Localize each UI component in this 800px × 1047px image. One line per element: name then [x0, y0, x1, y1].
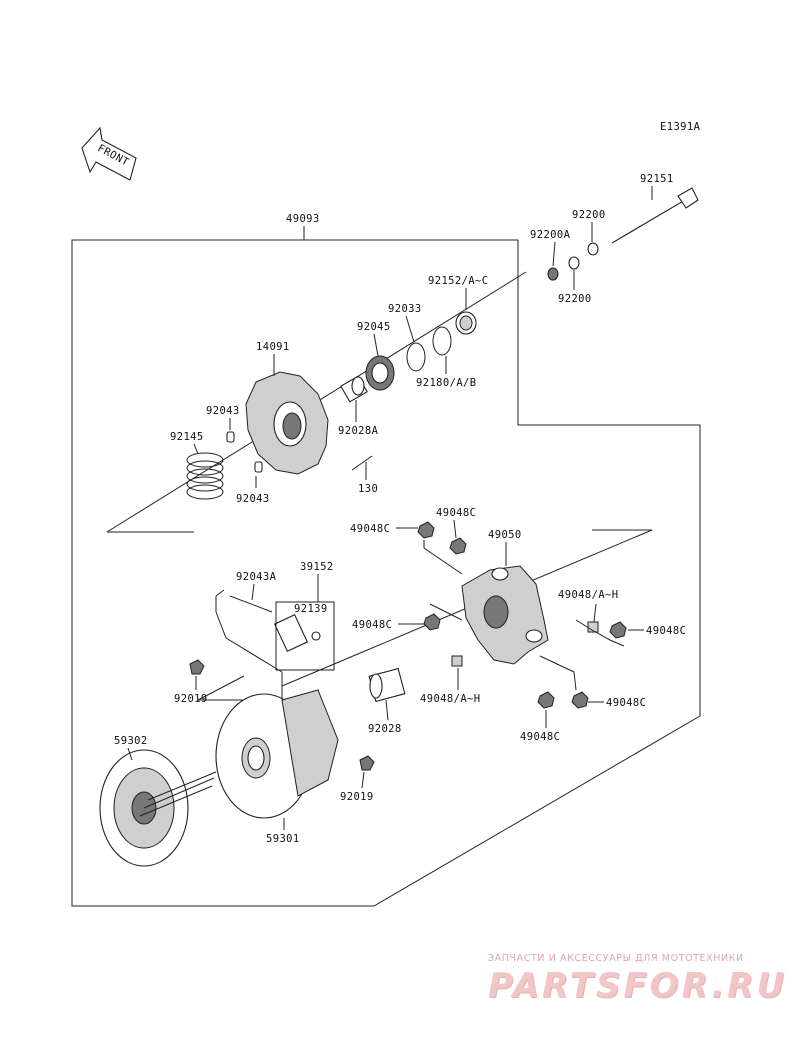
bushing-92152: [455, 311, 477, 335]
part-label-49048C-top: 49048C: [436, 507, 476, 519]
sheave-59302: [99, 749, 217, 867]
part-label-49048C-right: 49048C: [646, 625, 686, 637]
washer-92200-b: [568, 256, 580, 270]
roller-39152: [273, 614, 321, 652]
assembly-outline: [71, 239, 701, 907]
bushing-92028A: [340, 375, 368, 403]
part-label-49048AH-lower: 49048/A~H: [420, 693, 481, 705]
pin-92043-b: [254, 461, 263, 473]
part-label-49093: 49093: [286, 213, 320, 225]
part-label-130: 130: [358, 483, 378, 495]
nut-49048C-a: [417, 521, 435, 539]
bolt-92151: [611, 187, 699, 244]
pin-92043-a: [226, 431, 235, 443]
part-label-92151: 92151: [640, 173, 674, 185]
part-label-39152: 39152: [300, 561, 334, 573]
part-label-92200-bottom: 92200: [558, 293, 592, 305]
part-label-49048AH-right: 49048/A~H: [558, 589, 619, 601]
screw-130: [351, 455, 373, 471]
part-label-92043-upper: 92043: [206, 405, 240, 417]
part-label-92145: 92145: [170, 431, 204, 443]
part-label-92180: 92180/A/B: [416, 377, 477, 389]
part-label-49048C-lower-right: 49048C: [606, 697, 646, 709]
part-label-14091: 14091: [256, 341, 290, 353]
part-label-49048C-left: 49048C: [350, 523, 390, 535]
part-label-59302: 59302: [114, 735, 148, 747]
part-label-92152: 92152/A~C: [428, 275, 489, 287]
nut-49048C-e: [571, 691, 589, 709]
pin-92043A: [229, 595, 273, 613]
part-label-59301: 59301: [266, 833, 300, 845]
part-label-92019-lower: 92019: [340, 791, 374, 803]
spider-49050: [461, 565, 549, 665]
bearing-92045: [365, 355, 395, 391]
part-label-92028A: 92028A: [338, 425, 379, 437]
sheave-59301: [215, 689, 339, 819]
spring-92145: [186, 452, 224, 500]
part-label-92200-top: 92200: [572, 209, 606, 221]
part-label-92043A: 92043A: [236, 571, 277, 583]
watermark-logo: PARTSFOR.RU: [488, 966, 788, 1006]
part-label-92139: 92139: [294, 603, 328, 615]
nut-49048C-f: [537, 691, 555, 709]
nut-49048C-c: [423, 613, 441, 631]
part-label-49050: 49050: [488, 529, 522, 541]
part-label-92028: 92028: [368, 723, 402, 735]
plug-92019-b: [359, 755, 375, 771]
watermark-tagline: ЗАПЧАСТИ И АКСЕССУАРЫ ДЛЯ МОТОТЕХНИКИ: [488, 953, 744, 964]
cover-14091: [245, 371, 329, 475]
part-label-92019-upper: 92019: [174, 693, 208, 705]
washer-92200-a: [587, 242, 599, 256]
part-label-92045: 92045: [357, 321, 391, 333]
part-label-92200A: 92200A: [530, 229, 571, 241]
bushing-92028: [368, 667, 406, 703]
nut-49048C-d: [609, 621, 627, 639]
washer-92200A: [547, 267, 559, 281]
front-arrow-icon: FRONT: [81, 126, 137, 181]
part-label-49048C-mid: 49048C: [352, 619, 392, 631]
nut-49048C-b: [449, 537, 467, 555]
snap-ring-92180: [432, 326, 452, 356]
snap-ring-92033: [406, 342, 426, 372]
plug-92019-a: [189, 659, 205, 675]
diagram-code: E1391A: [660, 121, 701, 133]
part-label-92033: 92033: [388, 303, 422, 315]
part-label-92043-lower: 92043: [236, 493, 270, 505]
collar-49048-b: [451, 655, 463, 667]
part-label-49048C-bottom: 49048C: [520, 731, 560, 743]
